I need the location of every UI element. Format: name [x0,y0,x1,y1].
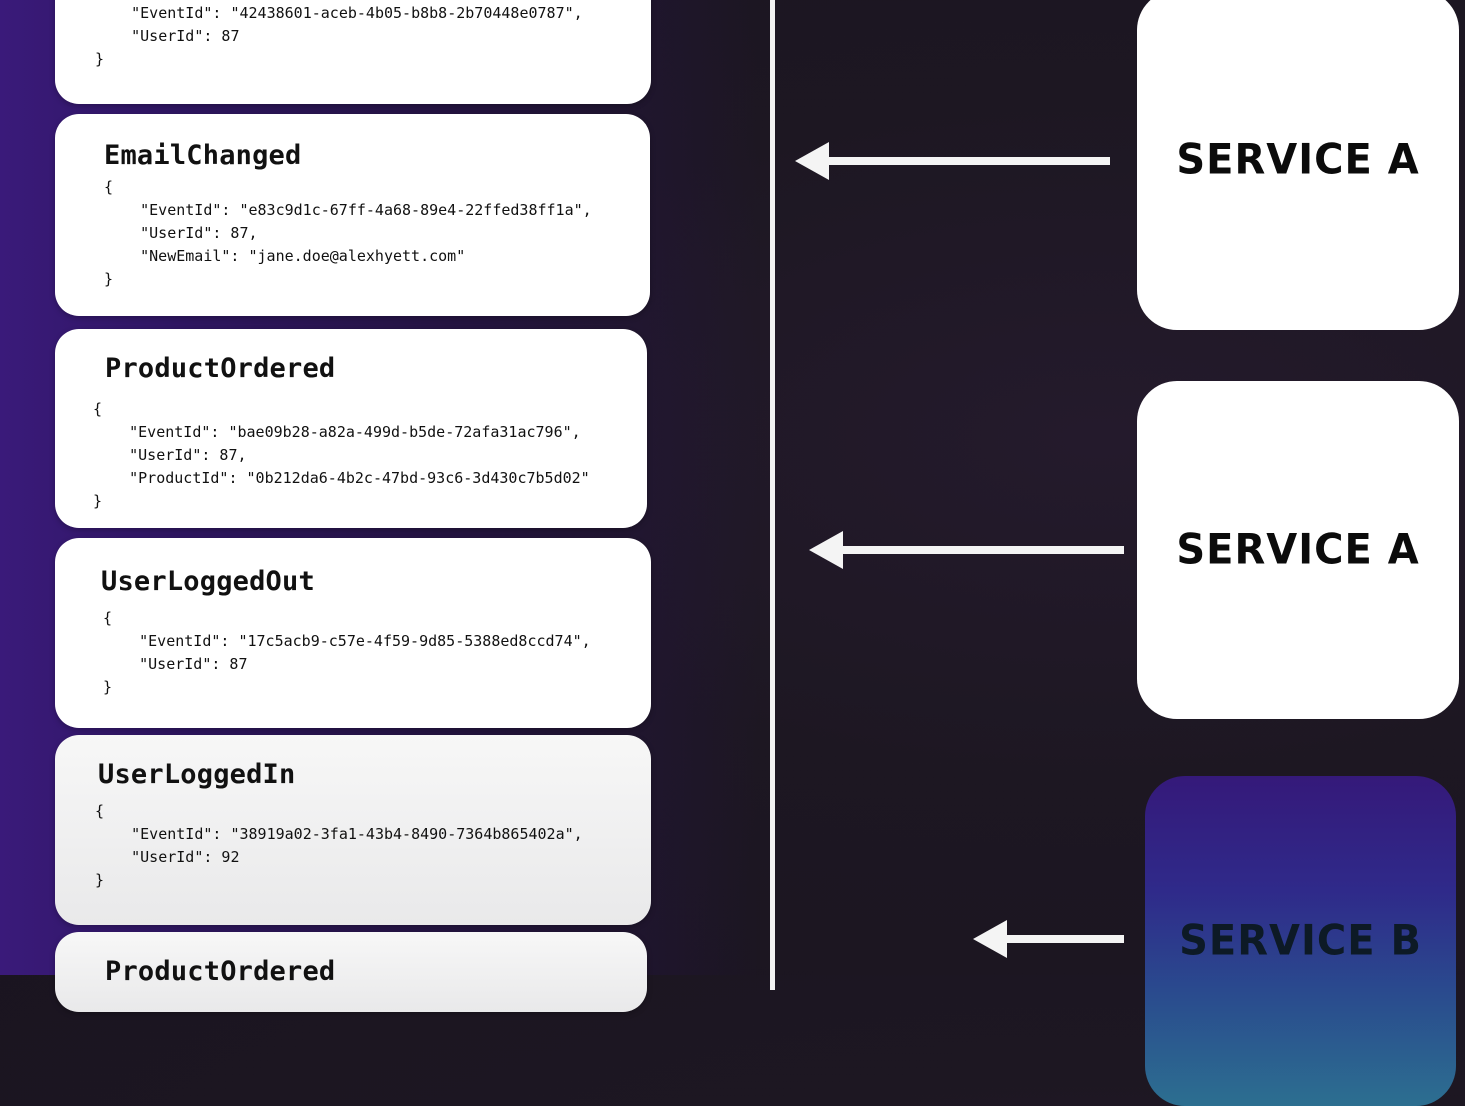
event-title: UserLoggedOut [101,566,315,597]
arrow-left-icon [973,920,1124,958]
event-title: ProductOrdered [105,353,336,384]
arrow-left-icon [795,142,1110,180]
event-payload: { "EventId": "17c5acb9-c57e-4f59-9d85-53… [103,609,591,696]
service-label: SERVICE B [1179,916,1422,966]
event-card-user-logged-out: UserLoggedOut { "EventId": "17c5acb9-c57… [55,538,651,728]
event-payload: { "EventId": "e83c9d1c-67ff-4a68-89e4-22… [104,178,592,288]
event-card-user-logged-in: UserLoggedIn { "EventId": "38919a02-3fa1… [55,735,651,925]
event-payload: "EventId": "42438601-aceb-4b05-b8b8-2b70… [95,4,583,68]
service-a-box: SERVICE A [1137,381,1459,719]
service-label: SERVICE A [1176,525,1420,575]
event-card-product-ordered-partial: ProductOrdered [55,932,647,1012]
event-card-partial-top: "EventId": "42438601-aceb-4b05-b8b8-2b70… [55,0,651,104]
event-title: ProductOrdered [105,956,336,987]
service-a-box: SERVICE A [1137,0,1459,330]
event-payload: { "EventId": "bae09b28-a82a-499d-b5de-72… [93,400,590,510]
event-stream-line [770,0,780,990]
arrow-left-icon [809,531,1124,569]
event-card-email-changed: EmailChanged { "EventId": "e83c9d1c-67ff… [55,114,650,316]
service-b-box: SERVICE B [1145,776,1456,1106]
event-payload: { "EventId": "38919a02-3fa1-43b4-8490-73… [95,802,583,889]
service-label: SERVICE A [1176,135,1420,185]
event-card-product-ordered: ProductOrdered { "EventId": "bae09b28-a8… [55,329,647,528]
event-title: EmailChanged [104,140,302,171]
event-title: UserLoggedIn [98,759,296,790]
